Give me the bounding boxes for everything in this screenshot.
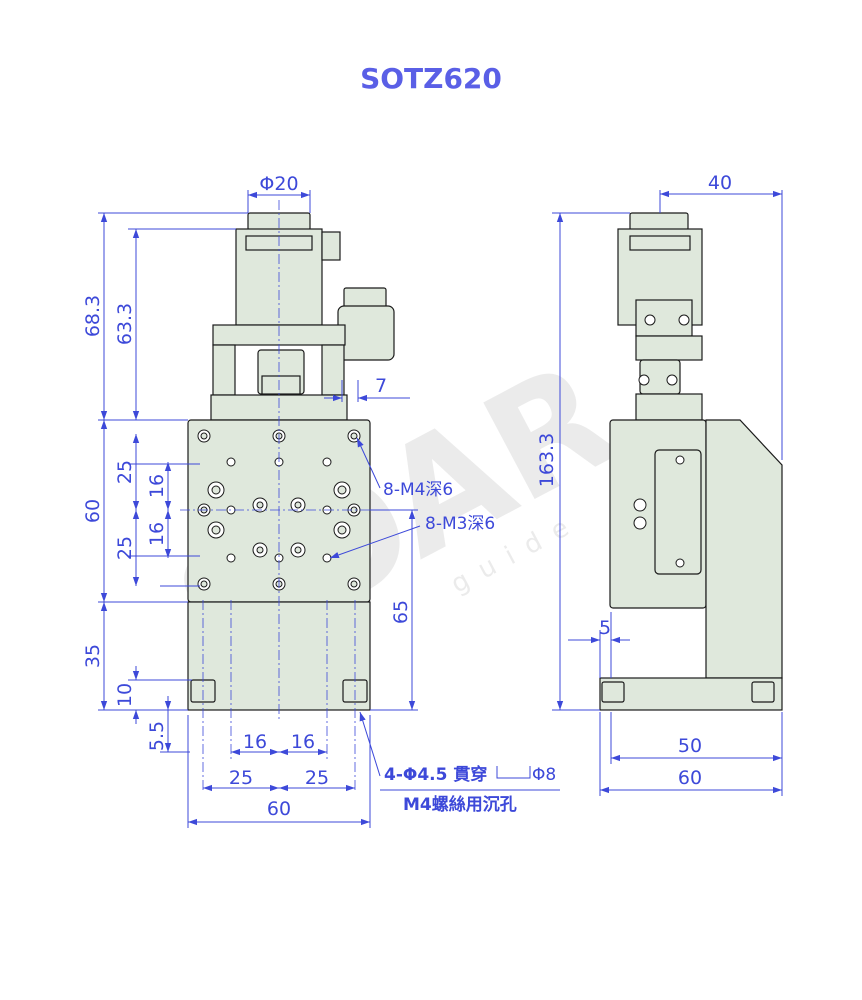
side-plate [635, 393, 703, 421]
note-counterbore: Φ8 [532, 765, 556, 785]
side-holes [633, 314, 690, 568]
dim-10: 10 [114, 683, 136, 707]
dim-16-lower: 16 [146, 522, 168, 546]
front-sensor-body [337, 305, 395, 361]
note-m4-tap: 8-M4深6 [383, 480, 453, 500]
drawing-title: SOTZ620 [360, 62, 502, 95]
side-motor-cover [654, 449, 702, 575]
side-view [599, 212, 783, 711]
hole-m3 [226, 553, 236, 563]
side-foot-left [601, 681, 625, 703]
side-bracket [635, 335, 703, 361]
dim-bottom-25-right: 25 [305, 767, 329, 789]
dim-phi20: Φ20 [259, 173, 298, 195]
front-view [187, 212, 395, 711]
note-counterbore-usage: M4螺絲用沉孔 [403, 794, 517, 815]
dim-side-60: 60 [678, 767, 702, 789]
front-coupling-ring [261, 375, 301, 395]
dim-bottom-60: 60 [267, 798, 291, 820]
dim-25-lower: 25 [114, 536, 136, 560]
side-dimension-texts: 40 163.3 5 50 60 [536, 172, 732, 789]
note-through-hole: 4-Φ4.5 貫穿 [384, 764, 487, 785]
side-dimension-lines [552, 190, 783, 796]
dim-16-upper: 16 [146, 474, 168, 498]
dim-bottom-16-left: 16 [243, 731, 267, 753]
side-motor-flange [629, 235, 691, 251]
dim-68-3: 68.3 [82, 295, 104, 337]
front-sensor-box [343, 287, 387, 309]
front-centerlines [180, 200, 380, 790]
note-m3-tap: 8-M3深6 [425, 514, 495, 534]
hole-m3 [322, 457, 332, 467]
dim-bottom-16-right: 16 [291, 731, 315, 753]
front-connector [321, 231, 341, 261]
dim-35: 35 [82, 644, 104, 668]
dim-60-vertical: 60 [82, 499, 104, 523]
dim-25-upper: 25 [114, 460, 136, 484]
hole-m3 [322, 553, 332, 563]
dim-5-5: 5.5 [146, 721, 168, 751]
dim-side-50: 50 [678, 735, 702, 757]
dim-63-3: 63.3 [114, 303, 136, 345]
side-column [705, 419, 783, 679]
dim-side-40: 40 [708, 172, 732, 194]
dim-side-5: 5 [599, 617, 611, 639]
dim-side-163-3: 163.3 [536, 433, 558, 487]
front-dimension-lines [98, 190, 560, 828]
front-dimension-texts: Φ20 68.3 63.3 60 25 25 16 16 35 10 5.5 7… [82, 173, 556, 820]
hole-m3 [226, 457, 236, 467]
dim-7: 7 [375, 375, 387, 397]
side-top-cap [629, 212, 689, 231]
dim-65: 65 [390, 600, 412, 624]
front-bracket-right-leg [321, 344, 345, 396]
front-bracket-left-leg [212, 344, 236, 396]
dim-bottom-25-left: 25 [229, 767, 253, 789]
side-foot-right [751, 681, 775, 703]
